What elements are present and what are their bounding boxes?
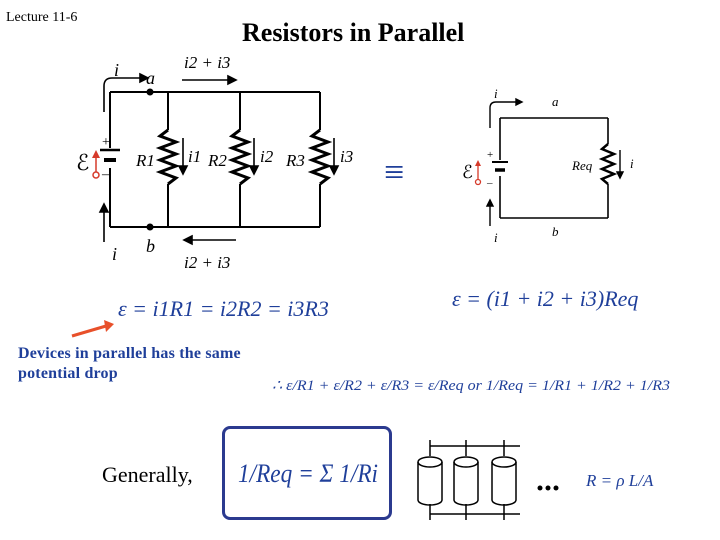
right-plus-sign: +: [487, 149, 493, 161]
equivalence-symbol: ≡: [384, 152, 404, 192]
right-resistor-label: Req: [571, 158, 593, 173]
left-plus-sign: +: [102, 135, 110, 150]
left-circuit: [100, 91, 333, 228]
slide-title: Resistors in Parallel: [242, 18, 465, 47]
right-circuit: [492, 117, 618, 219]
current-label-i3: i3: [340, 147, 353, 166]
left-bottom-current-label: i: [112, 244, 117, 264]
cylinder-resistors: [417, 440, 520, 520]
right-emf-marker: [474, 160, 482, 186]
equation-emf-equal-drops: ε = i1R1 = i2R2 = i3R3: [118, 296, 329, 321]
right-emf-symbol: ℰ: [462, 162, 473, 182]
ellipsis-dots: [537, 485, 559, 491]
resistor-label-r3: R3: [285, 151, 305, 170]
equation-general: 1/Req = Σ 1/Ri: [238, 459, 378, 488]
left-minus-sign: –: [101, 167, 110, 182]
equation-emf-equivalent: ε = (i1 + i2 + i3)Req: [452, 286, 638, 311]
left-top-branch-current: i2 + i3: [184, 53, 230, 72]
right-top-current-label: i: [494, 86, 498, 101]
right-node-a-label: a: [552, 94, 559, 109]
lecture-number: Lecture 11-6: [6, 10, 78, 25]
right-circuit-arrows: [485, 97, 625, 226]
left-node-b-label: b: [146, 236, 155, 256]
left-emf-marker: [92, 150, 100, 179]
equation-therefore-line: ∴ ε/R1 + ε/R2 + ε/R3 = ε/Req or 1/Req = …: [272, 378, 670, 394]
general-equation-box: [222, 426, 392, 520]
current-label-i1: i1: [188, 147, 201, 166]
equation-resistivity: R = ρ L/A: [585, 471, 654, 490]
right-minus-sign: –: [486, 177, 493, 189]
parallel-note: Devices in parallel has the same potenti…: [18, 345, 241, 382]
left-top-current-label: i: [114, 60, 119, 80]
note-pointer-arrow: [71, 320, 114, 338]
left-circuit-nodes: [146, 88, 154, 231]
left-current-arrows: [98, 72, 340, 246]
left-node-a-label: a: [146, 68, 155, 88]
right-node-b-label: b: [552, 224, 559, 239]
resistor-label-r1: R1: [135, 151, 155, 170]
current-label-i2: i2: [260, 147, 274, 166]
generally-label: Generally,: [102, 462, 193, 487]
left-emf-symbol: ℰ: [76, 150, 89, 175]
left-bottom-branch-current: i2 + i3: [184, 253, 230, 272]
resistor-label-r2: R2: [207, 151, 227, 170]
right-resistor-current: i: [630, 156, 634, 171]
right-bottom-current-label: i: [494, 230, 498, 245]
